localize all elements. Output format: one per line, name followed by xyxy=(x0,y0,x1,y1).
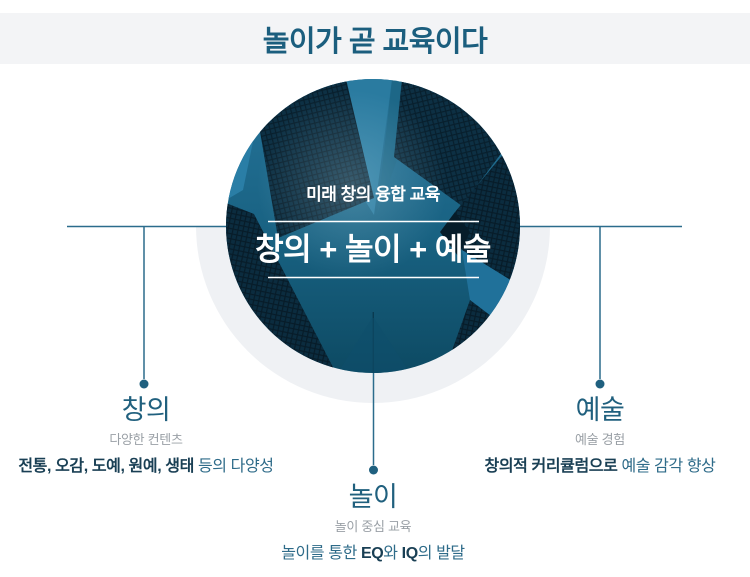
circle-title: 창의 + 놀이 + 예술 xyxy=(255,232,491,267)
branch-creativity-title: 창의 xyxy=(121,395,171,425)
branch-creativity-subtitle: 다양한 컨텐츠 xyxy=(109,432,183,447)
branch-art-title: 예술 xyxy=(575,395,625,425)
connector-dot-play xyxy=(369,465,378,475)
branch-creativity-desc: 전통, 오감, 도예, 원예, 생태 등의 다양성 xyxy=(18,458,274,475)
branch-art-desc: 창의적 커리큘럼으로 예술 감각 향상 xyxy=(484,458,716,475)
branch-art-subtitle: 예술 경험 xyxy=(575,432,625,447)
header-banner: 놀이가 곧 교육이다 xyxy=(0,13,750,64)
branch-art: 예술 예술 경험 창의적 커리큘럼으로 예술 감각 향상 xyxy=(485,394,716,478)
hero-circle-image xyxy=(226,79,520,373)
branch-play-subtitle: 놀이 중심 교육 xyxy=(334,519,412,534)
connector-dot-creativity xyxy=(139,379,149,389)
connector-dot-art xyxy=(595,379,605,389)
branch-play-desc: 놀이를 통한 EQ와 IQ의 발달 xyxy=(281,545,465,562)
branch-play: 놀이 놀이 중심 교육 놀이를 통한 EQ와 IQ의 발달 xyxy=(281,481,465,565)
page-title: 놀이가 곧 교육이다 xyxy=(262,25,488,58)
branch-creativity: 창의 다양한 컨텐츠 전통, 오감, 도예, 원예, 생태 등의 다양성 xyxy=(18,394,274,478)
branch-play-title: 놀이 xyxy=(348,482,398,512)
circle-subtitle: 미래 창의 융합 교육 xyxy=(306,185,440,204)
